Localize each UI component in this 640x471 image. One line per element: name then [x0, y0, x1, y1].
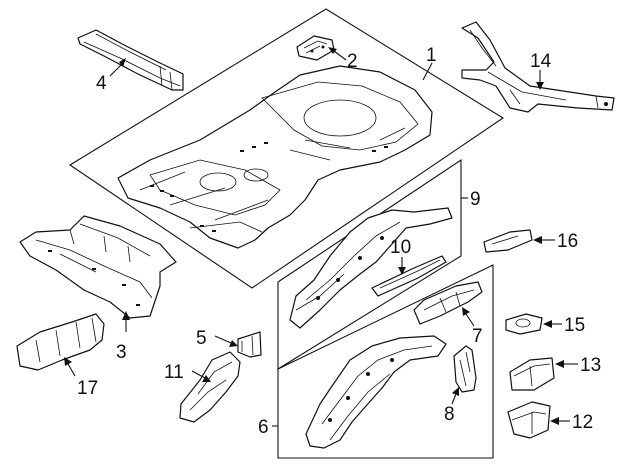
rear-floor-pan-part-1 [117, 65, 433, 249]
bracket-part-2 [296, 35, 335, 61]
callout-10: 10 [390, 237, 411, 258]
crossmember-part-3 [19, 215, 177, 319]
bracket-part-5 [237, 331, 262, 358]
callout-2: 2 [347, 51, 358, 72]
callout-15: 15 [564, 315, 585, 336]
callout-14: 14 [530, 51, 552, 72]
leader-lines [64, 47, 578, 427]
callout-3: 3 [116, 342, 127, 363]
callout-8: 8 [444, 404, 455, 425]
callout-labels: 1 2 3 4 5 6 7 8 9 10 11 12 13 14 15 16 1… [77, 45, 601, 438]
extension-part-11 [179, 351, 241, 423]
bracket-part-12 [507, 401, 551, 439]
bracket-part-8 [453, 345, 477, 393]
frame-rail-group-9 [277, 158, 462, 370]
callout-11: 11 [164, 362, 184, 383]
reinforcement-part-7 [413, 281, 483, 325]
frame-rail-group-6 [277, 264, 494, 459]
crossmember-part-4 [77, 29, 184, 91]
frame-floor-pan [68, 8, 505, 289]
heat-shield-part-17 [16, 313, 105, 371]
rail-part-9 [289, 207, 453, 329]
callout-12: 12 [572, 412, 593, 433]
bracket-part-10 [371, 255, 447, 297]
brace-assembly-part-14 [461, 21, 615, 113]
callout-1: 1 [426, 45, 437, 66]
callout-9: 9 [470, 189, 481, 210]
rail-part-6 [305, 335, 447, 449]
callout-4: 4 [96, 73, 107, 94]
callout-16: 16 [557, 231, 578, 252]
callout-13: 13 [580, 355, 601, 376]
callout-6: 6 [258, 417, 269, 438]
bracket-part-15 [505, 313, 543, 335]
panel-part-16 [483, 229, 533, 253]
callout-5: 5 [196, 328, 207, 349]
callout-7: 7 [472, 326, 483, 347]
bracket-part-13 [509, 357, 555, 391]
callout-17: 17 [77, 378, 98, 399]
